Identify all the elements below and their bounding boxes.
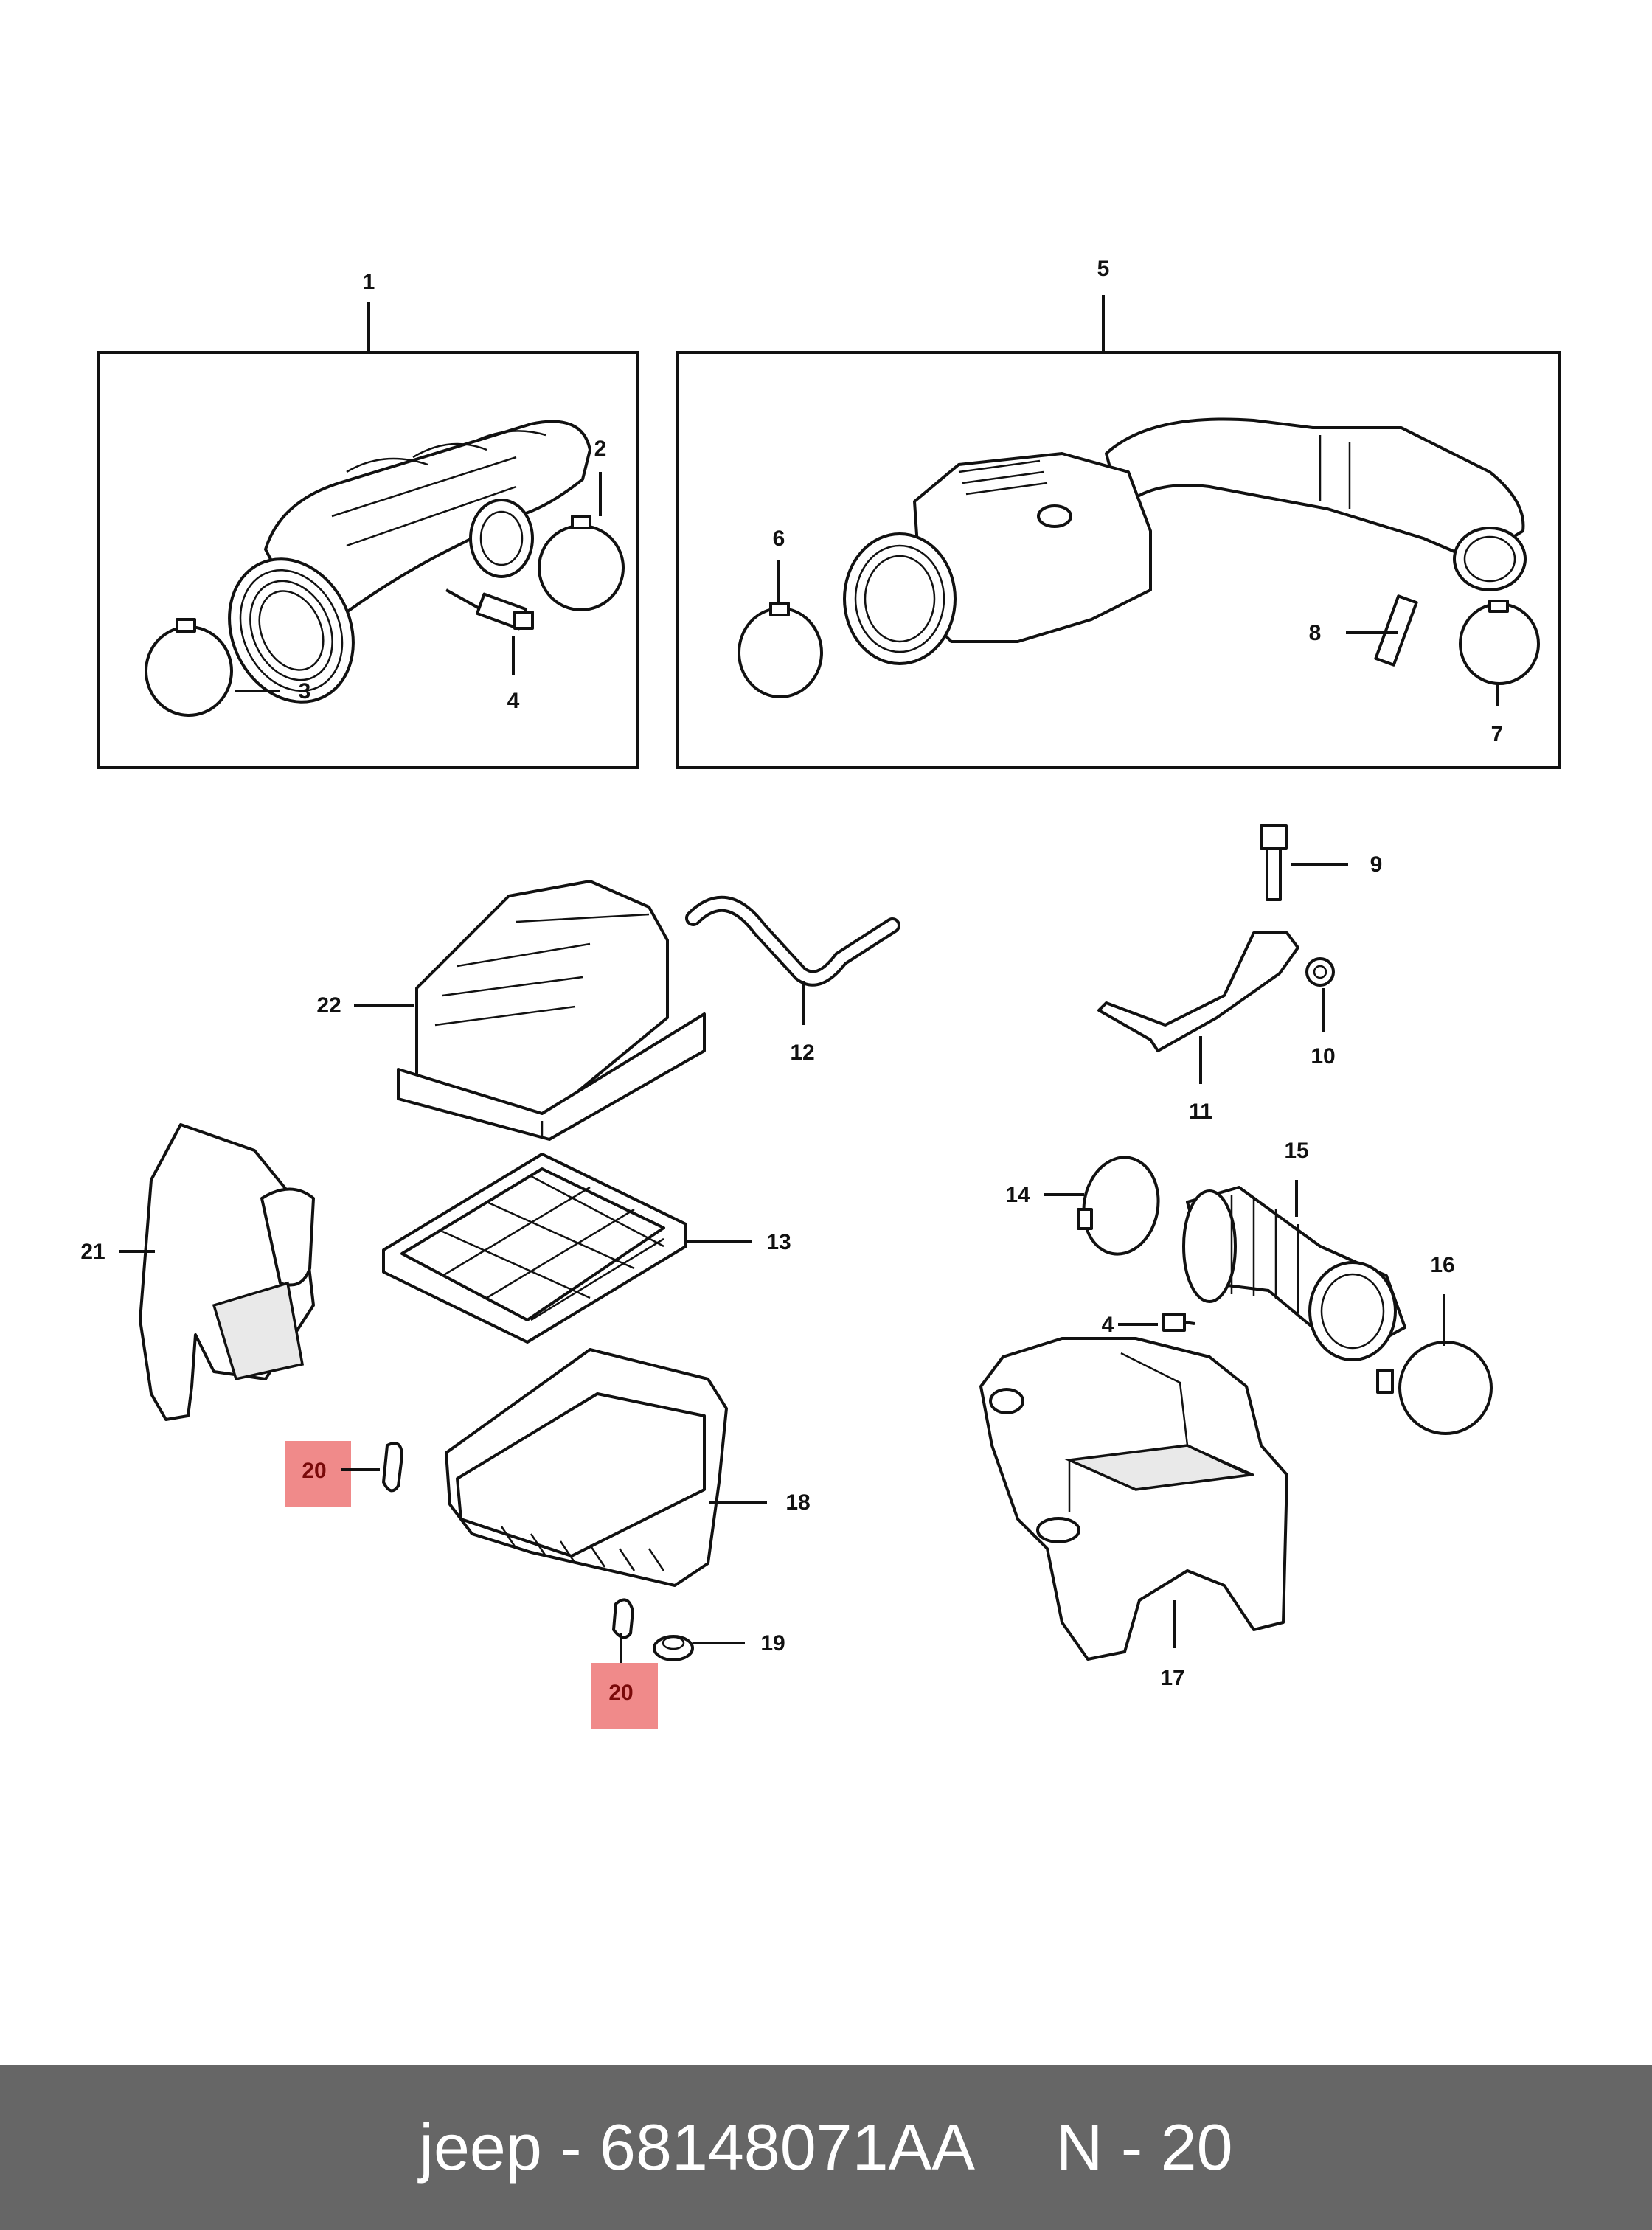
callout-20-left: 20 bbox=[302, 1459, 326, 1483]
assembly-1-box: 1 2 3 bbox=[97, 270, 639, 769]
callout-21: 21 bbox=[80, 1240, 105, 1264]
callout-17: 17 bbox=[1160, 1666, 1184, 1690]
footer-ref: N - 20 bbox=[1055, 2111, 1233, 2184]
air-filter-13: 13 bbox=[382, 1153, 791, 1344]
callout-10: 10 bbox=[1311, 1044, 1335, 1069]
callout-9: 9 bbox=[1370, 852, 1383, 877]
highlight-box-20-left bbox=[285, 1441, 351, 1507]
callout-13: 13 bbox=[766, 1230, 791, 1254]
resonator-duct bbox=[843, 417, 1527, 665]
callout-7: 7 bbox=[1491, 722, 1504, 746]
callout-8: 8 bbox=[1309, 621, 1322, 645]
callout-12: 12 bbox=[790, 1041, 814, 1065]
callout-14: 14 bbox=[1005, 1183, 1030, 1207]
highlight-box-20-bottom bbox=[591, 1663, 658, 1729]
air-box-housing-17: 17 bbox=[979, 1337, 1288, 1690]
callout-4-lower: 4 bbox=[1102, 1313, 1114, 1337]
air-temp-sensor-4-lower: 4 bbox=[1102, 1313, 1195, 1337]
callout-11: 11 bbox=[1189, 1100, 1212, 1124]
nut-10: 10 bbox=[1305, 957, 1336, 1069]
vent-hose-12: 12 bbox=[685, 895, 900, 1065]
hose-clamp-14: 14 bbox=[1005, 1156, 1160, 1256]
callout-5: 5 bbox=[1097, 257, 1110, 281]
bellows-hose-15: 15 bbox=[1182, 1139, 1406, 1361]
callout-22: 22 bbox=[316, 993, 341, 1018]
hose-clamp-2: 2 bbox=[538, 437, 625, 611]
clip-20-left: 20 bbox=[285, 1441, 403, 1507]
callout-16: 16 bbox=[1430, 1253, 1454, 1277]
callout-3: 3 bbox=[299, 679, 311, 704]
air-inlet-duct bbox=[228, 420, 591, 704]
parts-diagram: 1 2 3 bbox=[80, 257, 1561, 1729]
hose-clamp-3: 3 bbox=[145, 618, 311, 717]
sensor-8: 8 bbox=[1309, 594, 1418, 667]
callout-6: 6 bbox=[773, 527, 785, 551]
assembly-5-box: 5 6 8 bbox=[676, 257, 1561, 769]
callout-18: 18 bbox=[785, 1490, 810, 1515]
hose-clamp-7: 7 bbox=[1459, 600, 1540, 746]
callout-19: 19 bbox=[760, 1631, 785, 1656]
callout-1: 1 bbox=[363, 270, 375, 294]
callout-20-bottom: 20 bbox=[608, 1681, 633, 1705]
footer-bar: jeep - 68148071AA N - 20 bbox=[0, 2065, 1652, 2230]
hose-clamp-16: 16 bbox=[1376, 1253, 1493, 1435]
grommet-19: 19 bbox=[653, 1631, 785, 1661]
callout-2: 2 bbox=[594, 437, 607, 461]
inlet-duct-21: 21 bbox=[80, 1123, 315, 1421]
air-cleaner-cover-22: 22 bbox=[316, 880, 706, 1141]
bolt-9: 9 bbox=[1260, 824, 1383, 901]
callout-4-top: 4 bbox=[507, 689, 520, 713]
bracket-11: 11 bbox=[1097, 931, 1299, 1124]
hose-clamp-6: 6 bbox=[738, 527, 823, 698]
air-box-18: 18 bbox=[445, 1348, 811, 1587]
footer-brand-part: jeep - 68148071AA bbox=[419, 2111, 975, 2184]
clip-20-bottom: 20 bbox=[591, 1598, 658, 1729]
callout-15: 15 bbox=[1284, 1139, 1308, 1163]
air-temp-sensor-4: 4 bbox=[445, 588, 534, 713]
